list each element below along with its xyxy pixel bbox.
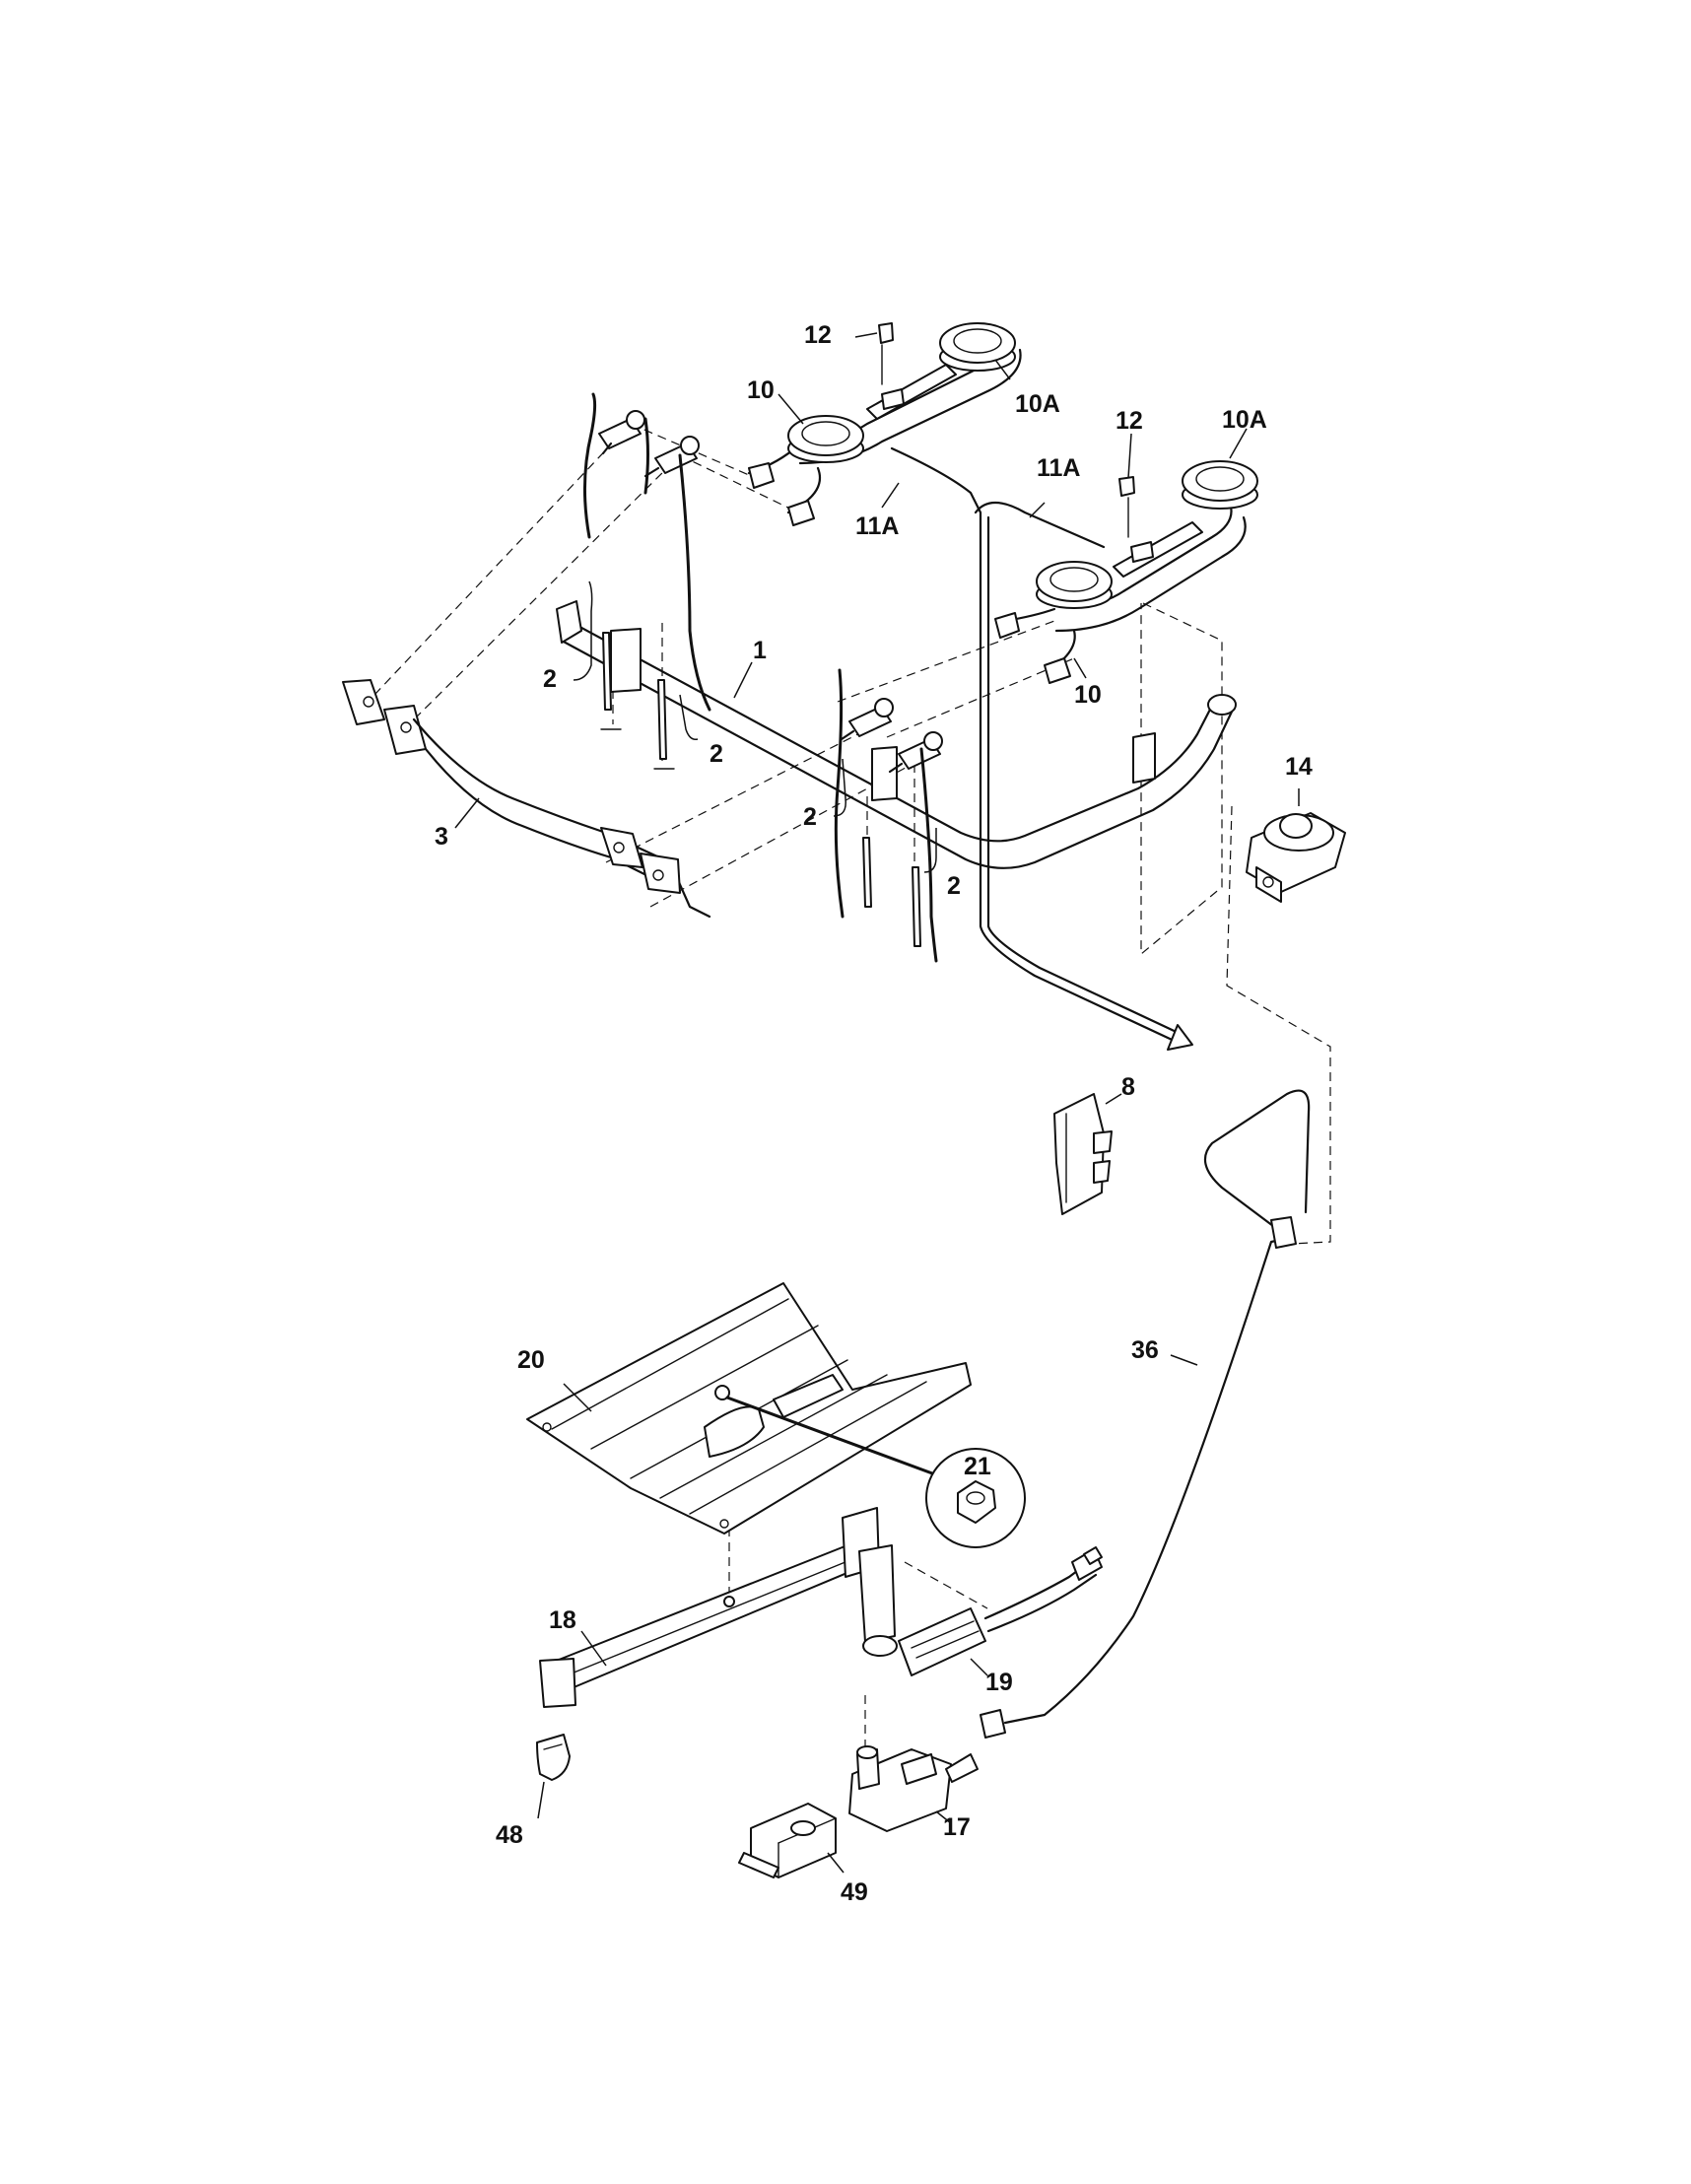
part-20-heat-shield — [526, 1282, 972, 1535]
callout-21: 21 — [964, 1453, 991, 1480]
part-14-pressure-regulator — [1246, 812, 1346, 903]
callout-49: 49 — [841, 1878, 868, 1906]
callout-1: 1 — [753, 637, 767, 664]
callout-10-upper: 10 — [747, 376, 775, 404]
valve-right-2 — [888, 731, 943, 963]
callout-10A-lower: 10A — [1222, 406, 1267, 434]
callout-3: 3 — [435, 823, 448, 851]
part-49-bracket — [738, 1803, 837, 1878]
callout-8: 8 — [1121, 1073, 1135, 1101]
part-21-nut-detail — [714, 1385, 1026, 1548]
part-18-oven-burner — [539, 1507, 898, 1708]
part-2-valve-assemblies — [582, 392, 943, 963]
burner-10A-upper — [939, 322, 1016, 372]
part-48-clip — [536, 1734, 571, 1781]
callout-36: 36 — [1131, 1336, 1159, 1364]
callout-11A-left: 11A — [855, 512, 899, 540]
callout-labels: 12 10A 10 12 10A 11A 11A 10 1 2 2 2 2 3 … — [435, 321, 1313, 1906]
part-17-oven-safety-valve — [848, 1745, 979, 1832]
part-1-manifold-pipe — [556, 600, 1237, 869]
part-36-gas-tube — [980, 1089, 1311, 1739]
callout-2-a: 2 — [543, 665, 557, 693]
callout-2-c: 2 — [803, 803, 817, 831]
burner-set-lower — [994, 460, 1258, 684]
callout-12-upper: 12 — [804, 321, 832, 349]
callout-10A-upper: 10A — [1015, 390, 1060, 418]
callout-48: 48 — [496, 1821, 523, 1849]
callout-2-d: 2 — [947, 872, 961, 900]
callout-10-lower: 10 — [1074, 681, 1102, 709]
leader-lines — [454, 332, 1300, 1874]
callout-12-lower: 12 — [1116, 407, 1143, 435]
callout-20: 20 — [517, 1346, 545, 1374]
part-3-front-bracket — [342, 679, 711, 919]
part-19-oven-igniter — [898, 1546, 1103, 1676]
callout-2-b: 2 — [710, 740, 723, 768]
part-11A-tubes — [890, 446, 1193, 1051]
part-8-spark-module — [1053, 1093, 1113, 1215]
callout-17: 17 — [943, 1813, 971, 1841]
callout-18: 18 — [549, 1606, 576, 1634]
callout-19: 19 — [985, 1669, 1013, 1696]
valve-right-1 — [834, 668, 894, 919]
burner-set-upper — [747, 322, 1022, 526]
valve-left-2 — [643, 436, 711, 712]
burner-10A-lower — [1182, 460, 1258, 510]
valve-left-1 — [582, 392, 649, 539]
callout-14: 14 — [1285, 753, 1313, 781]
callout-11A-right: 11A — [1037, 454, 1080, 482]
burner-10-upper — [787, 415, 864, 463]
burner-10-lower — [1036, 561, 1113, 609]
